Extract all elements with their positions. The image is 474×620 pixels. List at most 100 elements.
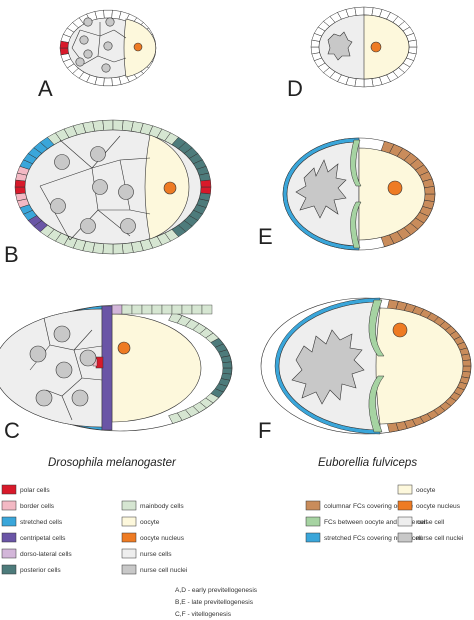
mainbody-cell [141, 304, 153, 315]
mainbody-cell [151, 304, 163, 315]
nurse-cell-nucleus [291, 329, 365, 405]
mainbody-cell [181, 304, 193, 315]
nurse-cell-nucleus [54, 154, 70, 170]
panel-label-c: C [4, 418, 20, 443]
nurse-cell-nucleus [118, 184, 134, 200]
legend-left-swatch [1, 500, 17, 511]
mainbody-cell [171, 304, 183, 315]
legend-left-swatch [1, 532, 17, 543]
legend-right2-swatch [397, 516, 413, 527]
cell-boundary [97, 55, 115, 63]
follicle-cell [112, 119, 124, 131]
follicle-cell [103, 77, 113, 87]
cell-boundary [79, 29, 101, 37]
fc-between-oocyte-nurse [350, 139, 362, 249]
nurse-cell-nucleus [327, 31, 353, 61]
legend-mid-swatch [121, 516, 137, 527]
mainbody-cell [161, 304, 173, 315]
follicle-cell [168, 412, 183, 424]
nurse-cell-nucleus [55, 361, 73, 379]
legend-right-swatch [305, 516, 321, 527]
nurse-cell-nucleus [75, 57, 85, 67]
legend-left-swatch [1, 548, 17, 559]
cell-boundary [71, 29, 81, 49]
mainbody-cell [201, 304, 213, 315]
legend-right-label: FCs between oocyte and nurse cell [324, 519, 428, 526]
centripetal-cells [101, 305, 113, 431]
nurse-cell-nucleus [83, 49, 93, 59]
egg-chamber-a [59, 9, 157, 87]
legend-left-label: polar cells [20, 487, 50, 494]
nurse-cell-nucleus [35, 389, 53, 407]
legend-right2-label: oocyte [416, 487, 436, 494]
legend-left-label: posterior cells [20, 567, 61, 574]
nurse-cell-nucleus [80, 218, 96, 234]
mainbody-cell [191, 304, 203, 315]
legend-left-swatch [1, 516, 17, 527]
legend-right-label: stretched FCs covering nurse cell [324, 535, 422, 542]
nurse-cell-nucleus [79, 349, 97, 367]
nurse-cell-nucleus [101, 63, 111, 73]
cell-boundary [97, 35, 101, 57]
legend-mid-swatch [121, 532, 137, 543]
cell-boundary [91, 135, 121, 169]
egg-chamber-d [310, 6, 418, 88]
oocyte-nucleus [133, 42, 143, 52]
follicle-cell [92, 120, 105, 132]
note-stage-ad: A,D - early previtellogenesis [175, 587, 258, 594]
legend-right2-swatch [397, 500, 413, 511]
oocyte [111, 313, 202, 423]
panel-label-d: D [287, 76, 303, 101]
follicle-cell [222, 361, 233, 369]
legend-left-swatch [1, 564, 17, 575]
species-left: Drosophila melanogaster [48, 457, 177, 469]
egg-chamber-e [282, 137, 436, 251]
egg-chamber-c [0, 304, 233, 432]
cell-boundary [113, 57, 127, 63]
species-right: Euborellia fulviceps [318, 457, 417, 469]
cell-boundary [129, 209, 151, 215]
nurse-cell-nucleus [79, 35, 89, 45]
oocyte [363, 14, 410, 80]
legend-left-label: centripetal cells [20, 535, 66, 542]
egg-chamber-f [260, 297, 472, 435]
panels [0, 6, 472, 435]
fc-between-oocyte-nurse [368, 299, 385, 433]
legend-right2-label: oocyte nucleus [416, 503, 461, 510]
cell-boundary [119, 157, 151, 161]
panel-label-b: B [4, 242, 19, 267]
legend-mid-swatch [121, 564, 137, 575]
cell-boundary [59, 139, 93, 169]
nurse-cell-nucleus [295, 159, 347, 219]
mainbody-cell [131, 304, 143, 315]
follicle-cell [310, 46, 320, 55]
nurse-cell-nucleus [29, 345, 47, 363]
legend-left-swatch [1, 484, 17, 495]
egg-chamber-b [14, 119, 212, 255]
nurse-cell-nucleus [83, 17, 93, 27]
follicle-cell [14, 186, 26, 195]
legend-left-label: stretched cells [20, 519, 63, 526]
cell-boundary [61, 395, 73, 421]
legend-right2-swatch [397, 484, 413, 495]
nurse-cell-nucleus [71, 389, 89, 407]
nurse-cell-nucleus [92, 179, 108, 195]
legend-right2-label: nurse cell nuclei [416, 535, 464, 542]
legend-mid-swatch [121, 500, 137, 511]
cell-boundary [113, 29, 127, 39]
follicle-cell [200, 179, 212, 188]
cell-boundary [73, 345, 103, 351]
nurse-cell-nucleus [90, 146, 106, 162]
legend-mid-label: oocyte nucleus [140, 535, 185, 542]
note-stage-be: B,E - late previtellogenesis [175, 599, 254, 606]
cell-boundary [43, 317, 93, 351]
oocyte-nucleus [163, 181, 177, 195]
panel-label-e: E [258, 224, 273, 249]
mainbody-cell [121, 304, 133, 315]
oocyte-nucleus [387, 180, 403, 196]
legend-mid-label: oocyte [140, 519, 160, 526]
follicle-cell [363, 78, 374, 88]
follicle-cell [121, 242, 134, 254]
